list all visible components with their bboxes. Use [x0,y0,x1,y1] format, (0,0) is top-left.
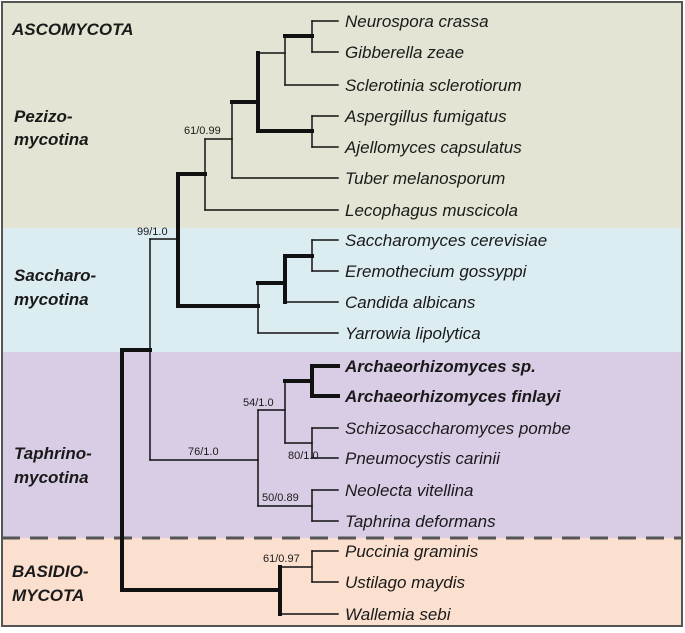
group-label-saccharomycotina-1: Saccharo- [14,266,97,285]
group-label-basidiomycota-1: BASIDIO- [12,562,89,581]
taxon-archaeorhizomyces-sp: Archaeorhizomyces sp. [344,357,536,376]
group-label-pezizomycotina-2: mycotina [14,130,89,149]
support-value-schizo-pneumo: 80/1.0 [288,450,319,462]
support-value-neolecta-taphrina: 50/0.89 [262,492,299,504]
taxon-schizosaccharomyces-pombe: Schizosaccharomyces pombe [345,419,571,438]
taphrinomycotina-band [2,352,682,538]
group-label-taphrinomycotina-1: Taphrino- [14,444,92,463]
basidiomycota-band [2,538,682,626]
taxon-ustilago-maydis: Ustilago maydis [345,573,465,592]
taxon-archaeorhizomyces-finlayi: Archaeorhizomyces finlayi [344,387,562,406]
taxon-ajellomyces-capsulatus: Ajellomyces capsulatus [344,138,522,157]
taxon-gibberella-zeae: Gibberella zeae [345,43,464,62]
taxon-candida-albicans: Candida albicans [345,293,476,312]
support-value-taphrinomycotina: 76/1.0 [188,446,219,458]
taxon-puccinia-graminis: Puccinia graminis [345,542,479,561]
taxon-pneumocystis-carinii: Pneumocystis carinii [345,449,501,468]
support-value-pezizomycotina: 61/0.99 [184,125,221,137]
taxon-lecophagus-muscicola: Lecophagus muscicola [345,201,518,220]
saccharomycotina-band [2,228,682,352]
group-label-saccharomycotina-2: mycotina [14,290,89,309]
group-label-taphrinomycotina-2: mycotina [14,468,89,487]
tree-branches [120,20,340,616]
support-value-puccinia-ustilago: 61/0.97 [263,553,300,565]
taxon-saccharomyces-cerevisiae: Saccharomyces cerevisiae [345,231,547,250]
taxon-wallemia-sebi: Wallemia sebi [345,605,452,624]
taxon-neurospora-crassa: Neurospora crassa [345,12,489,31]
taxon-sclerotinia-sclerotiorum: Sclerotinia sclerotiorum [345,76,522,95]
support-value-archaeorhizomyces: 54/1.0 [243,397,274,409]
taxon-neolecta-vitellina: Neolecta vitellina [345,481,474,500]
group-label-pezizomycotina-1: Pezizo- [14,107,73,126]
taxon-tuber-melanosporum: Tuber melanosporum [345,169,505,188]
taxon-aspergillus-fumigatus: Aspergillus fumigatus [344,107,507,126]
taxon-eremothecium-gossyppi: Eremothecium gossyppi [345,262,528,281]
pezizomycotina-band [2,2,682,228]
group-label-ascomycota: ASCOMYCOTA [11,20,134,39]
taxon-taphrina-deformans: Taphrina deformans [345,512,496,531]
group-label-basidiomycota-2: MYCOTA [12,586,84,605]
support-value-pezizo-saccharo: 99/1.0 [137,226,168,238]
taxon-yarrowia-lipolytica: Yarrowia lipolytica [345,324,481,343]
